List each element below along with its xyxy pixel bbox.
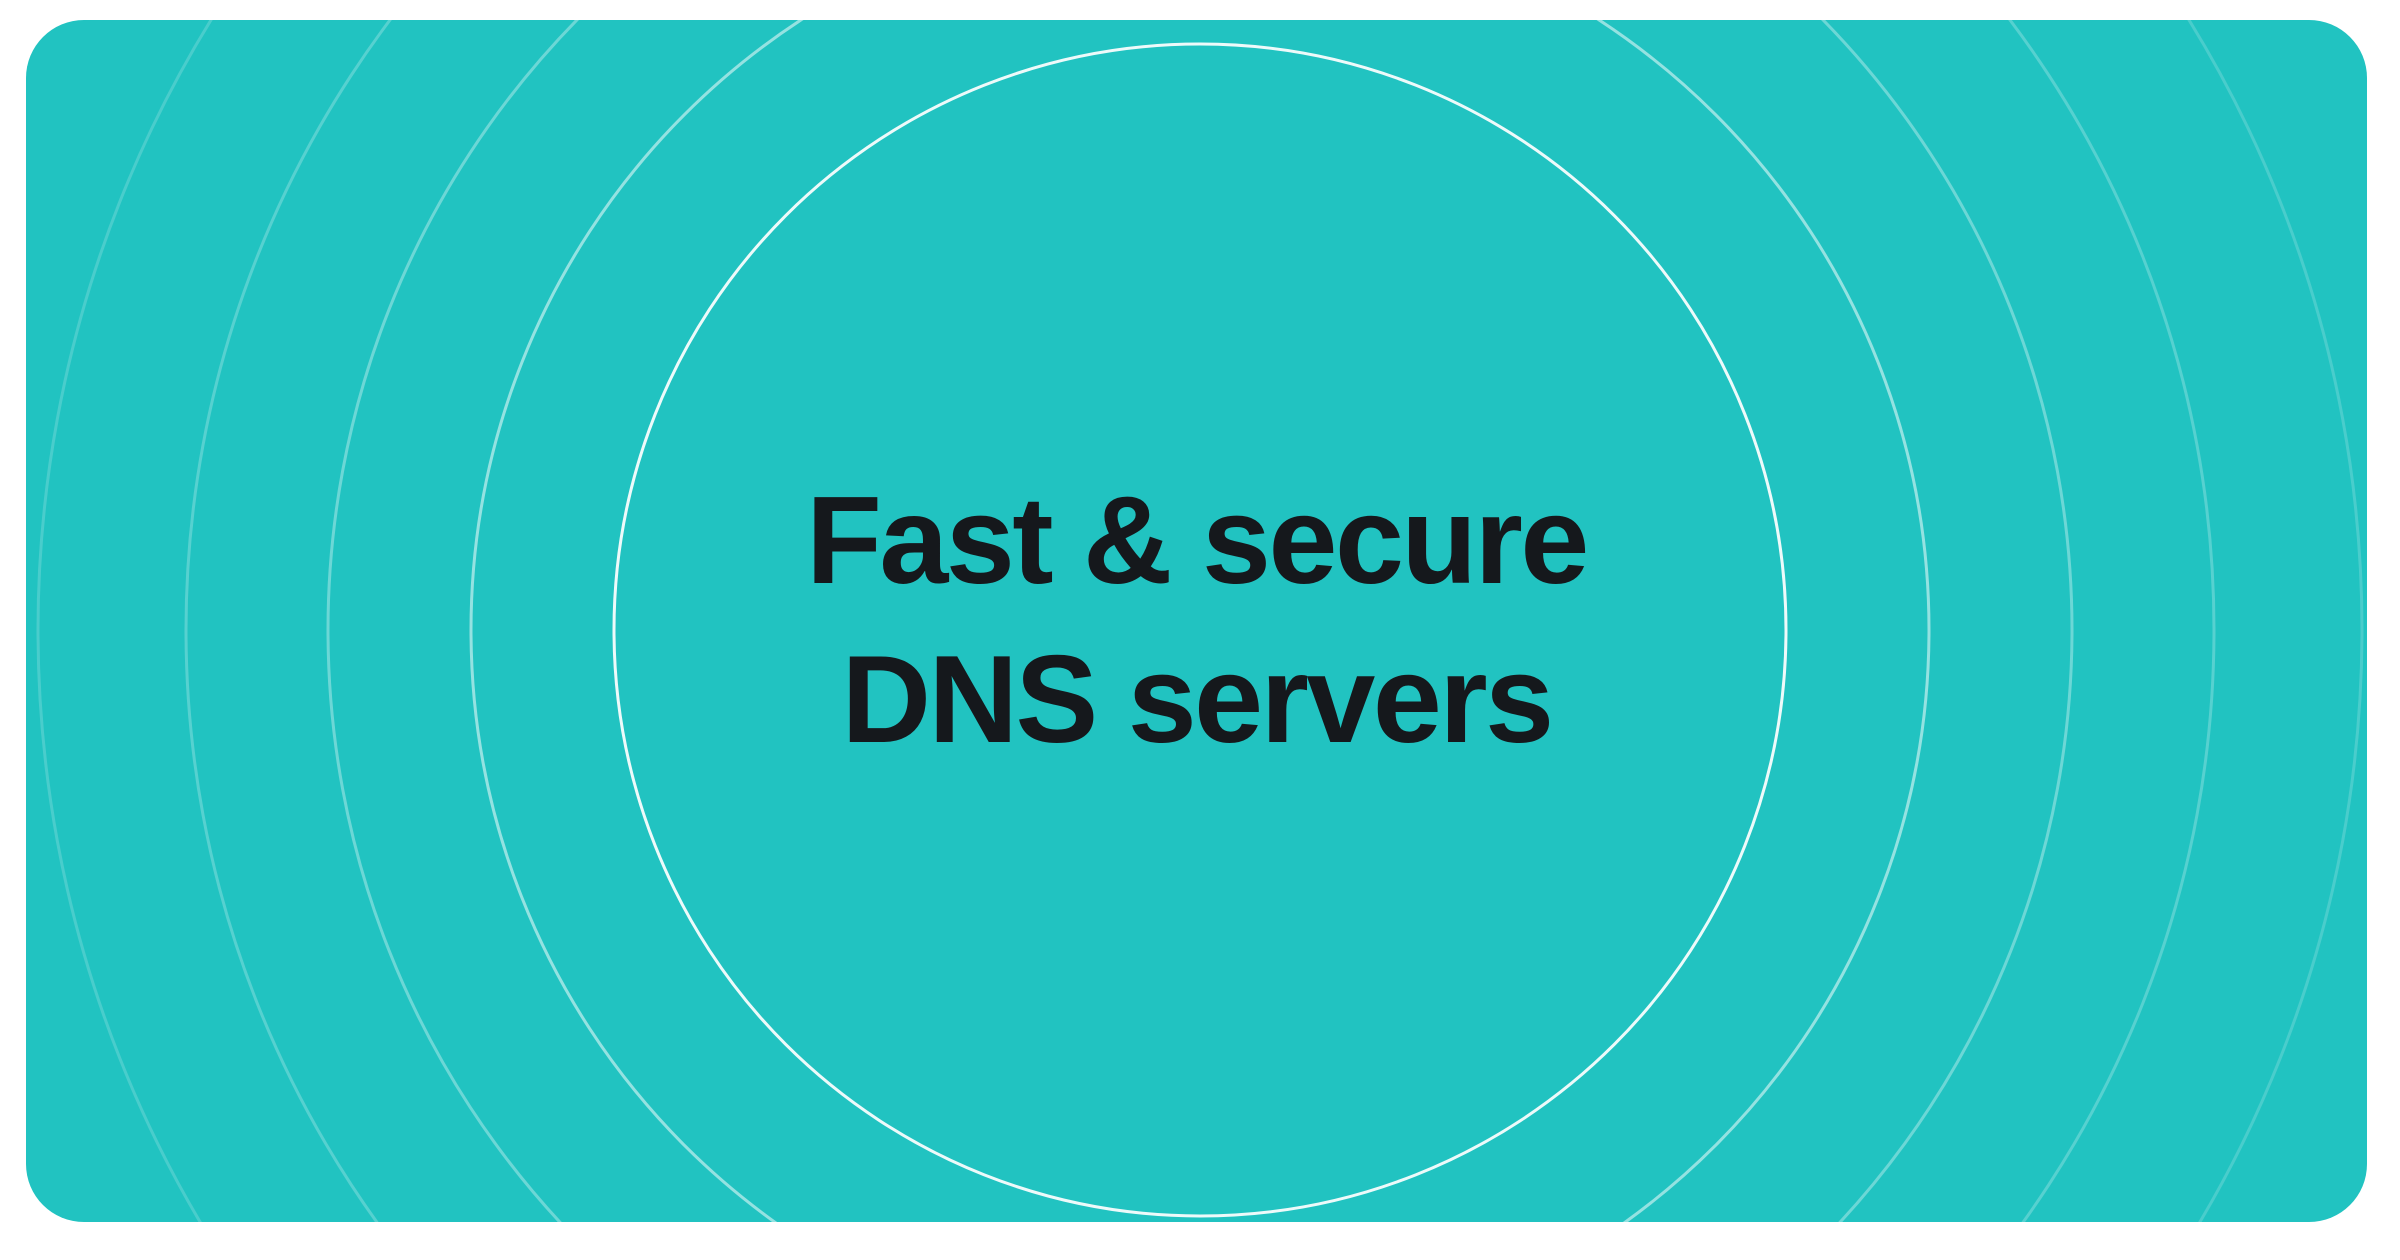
headline-line-1: Fast & secure (806, 472, 1589, 611)
headline-block: Fast & secure DNS servers (26, 20, 2367, 1222)
hero-banner: Fast & secure DNS servers (26, 20, 2367, 1222)
headline-line-2: DNS servers (841, 631, 1554, 769)
